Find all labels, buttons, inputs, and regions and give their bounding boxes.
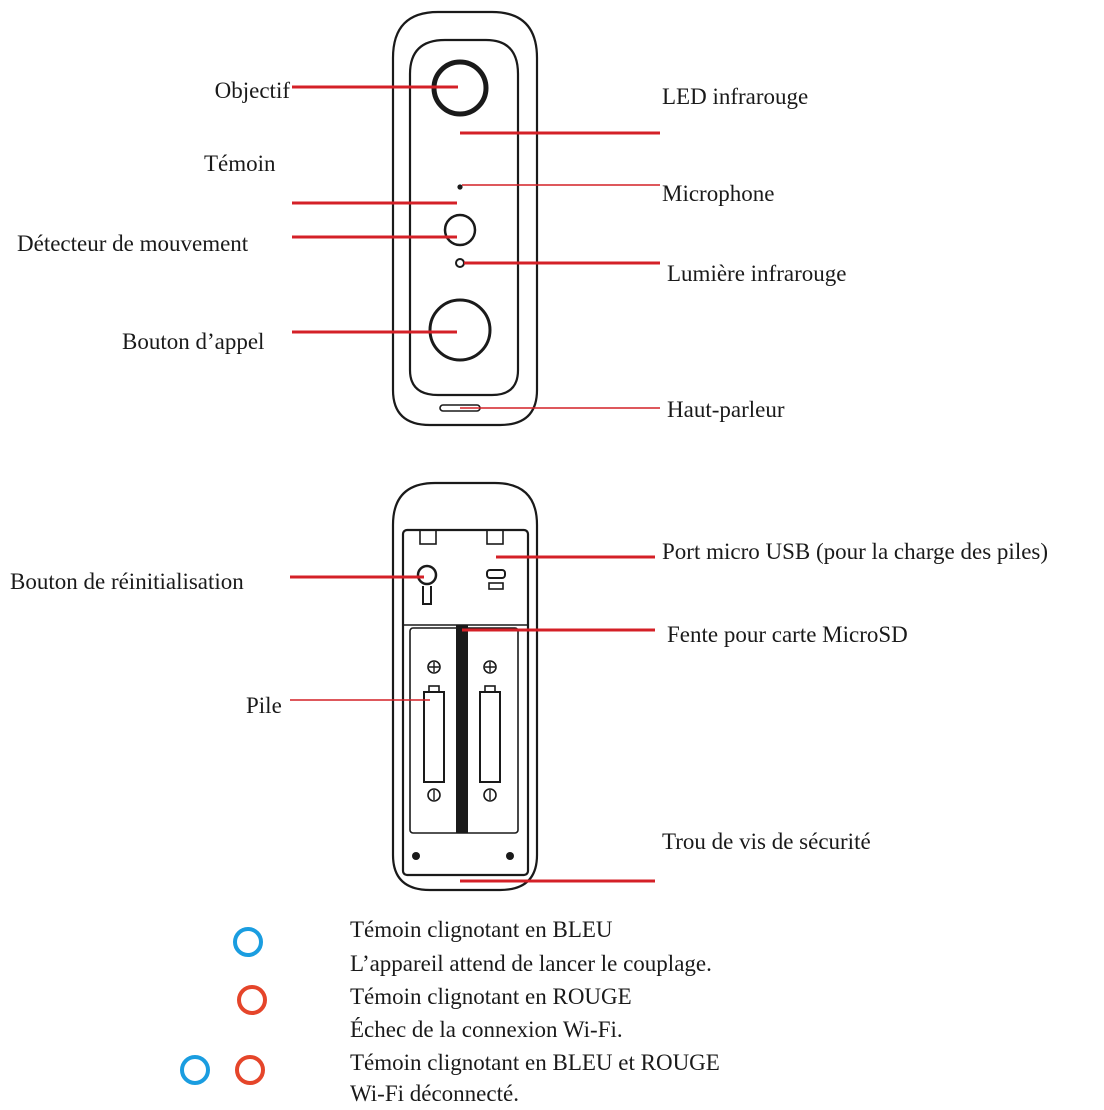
- blue-indicator-icon: [180, 1055, 210, 1085]
- label-fente-microsd: Fente pour carte MicroSD: [667, 622, 908, 647]
- legend-bluered-desc: Wi-Fi déconnecté.: [350, 1081, 519, 1106]
- legend-bluered-title: Témoin clignotant en BLEU et ROUGE: [350, 1050, 720, 1075]
- battery-left-icon: [423, 691, 445, 783]
- front-view: [391, 10, 539, 427]
- battery-left-tip: [428, 685, 440, 693]
- label-trou-vis: Trou de vis de sécurité: [662, 829, 871, 854]
- usb-port-base: [488, 582, 504, 590]
- security-screw-left: [412, 852, 420, 860]
- battery-right-tip: [484, 685, 496, 693]
- back-panel: [401, 528, 530, 877]
- top-clip-left: [419, 529, 437, 545]
- plus-mark-left: [429, 662, 439, 672]
- label-temoin: Témoin: [204, 151, 276, 176]
- top-clip-right: [486, 529, 504, 545]
- battery-right-icon: [479, 691, 501, 783]
- blue-indicator-icon: [233, 927, 263, 957]
- legend-indicators: [180, 927, 267, 1085]
- plus-terminal-right: [483, 660, 497, 674]
- usb-port-icon: [486, 569, 506, 579]
- red-indicator-icon: [237, 985, 267, 1015]
- legend-red-desc: Échec de la connexion Wi-Fi.: [350, 1017, 623, 1042]
- label-objectif: Objectif: [214, 78, 290, 103]
- plus-mark-right: [485, 662, 495, 672]
- call-button-icon: [428, 298, 492, 362]
- reset-button-stem: [422, 586, 432, 605]
- minus-terminal-right: [483, 788, 497, 802]
- label-led-infrarouge: LED infrarouge: [662, 84, 809, 109]
- back-view: [391, 481, 539, 892]
- label-detecteur: Détecteur de mouvement: [17, 231, 249, 256]
- leader-lines: [290, 85, 660, 883]
- legend-red-title: Témoin clignotant en ROUGE: [350, 984, 632, 1009]
- plus-terminal-left: [427, 660, 441, 674]
- back-outer-body: [391, 481, 539, 892]
- label-bouton-appel: Bouton d’appel: [122, 329, 265, 354]
- legend-blue-desc: L’appareil attend de lancer le couplage.: [350, 951, 712, 976]
- front-outer-body: [391, 10, 539, 427]
- label-port-usb: Port micro USB (pour la charge des piles…: [662, 539, 1049, 564]
- motion-sensor-icon: [443, 213, 477, 247]
- label-reinitialisation: Bouton de réinitialisation: [10, 569, 244, 594]
- minus-terminal-left: [427, 788, 441, 802]
- label-pile: Pile: [246, 693, 282, 718]
- security-screw-right: [506, 852, 514, 860]
- legend-blue-title: Témoin clignotant en BLEU: [350, 917, 613, 942]
- infrared-light-icon: [455, 258, 465, 268]
- label-haut-parleur: Haut-parleur: [667, 397, 785, 422]
- microsd-slot: [456, 625, 468, 833]
- front-inner-panel: [408, 38, 520, 397]
- label-microphone: Microphone: [662, 181, 775, 206]
- label-lumiere-infrarouge: Lumière infrarouge: [667, 261, 847, 286]
- reset-button-icon: [416, 564, 438, 586]
- red-indicator-icon: [235, 1055, 265, 1085]
- indicator-dot: [457, 184, 463, 190]
